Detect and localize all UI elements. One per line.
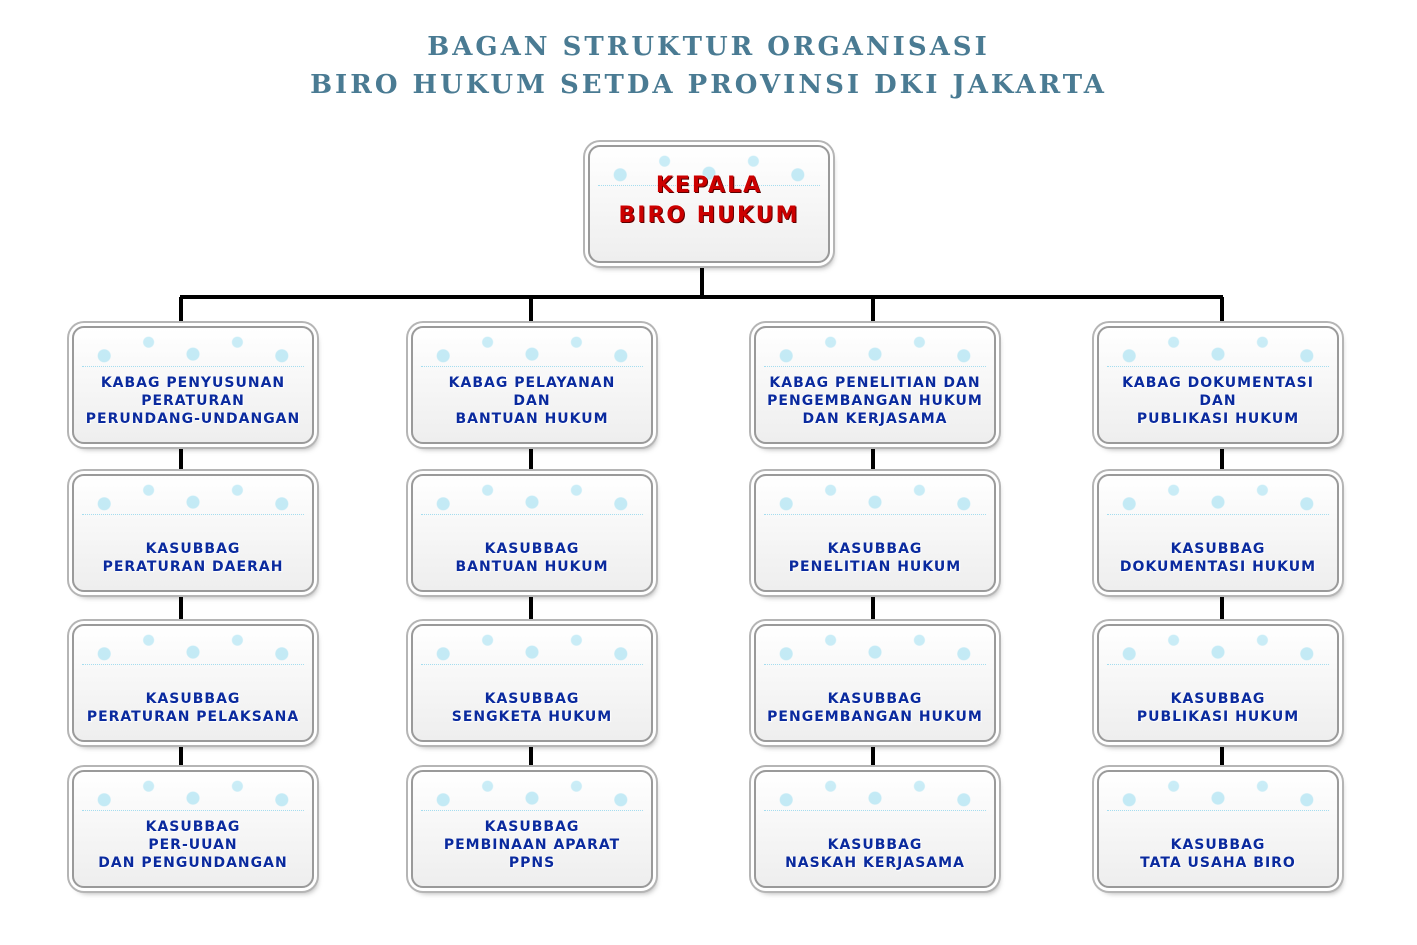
node-label: KASUBBAG PERATURAN PELAKSANA (74, 690, 312, 726)
node-line: KASUBBAG (827, 691, 923, 707)
node-line: DAN (1199, 393, 1237, 409)
node-line: DAN (513, 393, 551, 409)
node-label: KASUBBAG BANTUAN HUKUM (413, 540, 651, 576)
node-kabag-pelayanan: KABAG PELAYANAN DAN BANTUAN HUKUM (411, 326, 653, 444)
node-line: KASUBBAG (484, 541, 580, 557)
node-kasubbag-peraturan-pelaksana: KASUBBAG PERATURAN PELAKSANA (72, 624, 314, 742)
node-line: KASUBBAG (827, 837, 923, 853)
node-line: DAN PENGUNDANGAN (98, 855, 288, 871)
node-label: KASUBBAG PUBLIKASI HUKUM (1099, 690, 1337, 726)
node-line: BANTUAN HUKUM (455, 559, 609, 575)
node-line: DOKUMENTASI HUKUM (1119, 559, 1317, 575)
node-kabag-dokumentasi: KABAG DOKUMENTASI DAN PUBLIKASI HUKUM (1097, 326, 1339, 444)
node-label: KASUBBAG NASKAH KERJASAMA (756, 836, 994, 872)
node-line: KASUBBAG (145, 691, 241, 707)
node-kepala-biro-hukum: KEPALA BIRO HUKUM (588, 145, 830, 263)
node-line: KABAG PENELITIAN DAN (769, 375, 981, 391)
node-line: BANTUAN HUKUM (455, 411, 609, 427)
node-line: PUBLIKASI HUKUM (1136, 709, 1300, 725)
node-kasubbag-naskah-kerjasama: KASUBBAG NASKAH KERJASAMA (754, 770, 996, 888)
node-line: PENGEMBANGAN HUKUM (767, 393, 983, 409)
chart-title-line-1: BAGAN STRUKTUR ORGANISASI (427, 32, 990, 62)
node-kasubbag-tata-usaha-biro: KASUBBAG TATA USAHA BIRO (1097, 770, 1339, 888)
node-line: KASUBBAG (827, 541, 923, 557)
node-kepala-line-2: BIRO HUKUM (618, 203, 800, 228)
node-line: PER-UUAN (148, 837, 238, 853)
node-label: KASUBBAG PENGEMBANGAN HUKUM (756, 690, 994, 726)
node-line: KASUBBAG (484, 819, 580, 835)
node-line: PPNS (508, 855, 556, 871)
node-kasubbag-pembinaan-aparat: KASUBBAG PEMBINAAN APARAT PPNS (411, 770, 653, 888)
node-kabag-penyusunan: KABAG PENYUSUNAN PERATURAN PERUNDANG-UND… (72, 326, 314, 444)
node-kasubbag-sengketa-hukum: KASUBBAG SENGKETA HUKUM (411, 624, 653, 742)
node-line: KASUBBAG (1170, 541, 1266, 557)
node-kepala-label: KEPALA BIRO HUKUM (590, 171, 828, 231)
node-label: KASUBBAG PEMBINAAN APARAT PPNS (413, 818, 651, 872)
node-line: KASUBBAG (484, 691, 580, 707)
node-line: TATA USAHA BIRO (1140, 855, 1296, 871)
node-label: KABAG PENELITIAN DAN PENGEMBANGAN HUKUM … (756, 374, 994, 428)
node-line: PENGEMBANGAN HUKUM (767, 709, 983, 725)
node-line: KASUBBAG (1170, 837, 1266, 853)
node-kasubbag-penelitian-hukum: KASUBBAG PENELITIAN HUKUM (754, 474, 996, 592)
node-kasubbag-per-uuan: KASUBBAG PER-UUAN DAN PENGUNDANGAN (72, 770, 314, 888)
node-line: PEMBINAAN APARAT (443, 837, 621, 853)
node-line: SENGKETA HUKUM (451, 709, 613, 725)
node-label: KASUBBAG TATA USAHA BIRO (1099, 836, 1337, 872)
node-line: KABAG DOKUMENTASI (1122, 375, 1314, 391)
node-kasubbag-pengembangan-hukum: KASUBBAG PENGEMBANGAN HUKUM (754, 624, 996, 742)
node-kasubbag-dokumentasi-hukum: KASUBBAG DOKUMENTASI HUKUM (1097, 474, 1339, 592)
node-line: PUBLIKASI HUKUM (1136, 411, 1300, 427)
node-line: PERATURAN (141, 393, 245, 409)
node-line: DAN KERJASAMA (802, 411, 948, 427)
node-line: PERATURAN PELAKSANA (86, 709, 300, 725)
node-line: KASUBBAG (145, 819, 241, 835)
node-line: PERUNDANG-UNDANGAN (85, 411, 301, 427)
node-label: KABAG PELAYANAN DAN BANTUAN HUKUM (413, 374, 651, 428)
node-line: PERATURAN DAERAH (102, 559, 284, 575)
node-line: NASKAH KERJASAMA (785, 855, 965, 871)
node-label: KASUBBAG PER-UUAN DAN PENGUNDANGAN (74, 818, 312, 872)
node-label: KABAG DOKUMENTASI DAN PUBLIKASI HUKUM (1099, 374, 1337, 428)
node-label: KASUBBAG DOKUMENTASI HUKUM (1099, 540, 1337, 576)
node-label: KASUBBAG SENGKETA HUKUM (413, 690, 651, 726)
node-label: KASUBBAG PENELITIAN HUKUM (756, 540, 994, 576)
node-kasubbag-bantuan-hukum: KASUBBAG BANTUAN HUKUM (411, 474, 653, 592)
node-kasubbag-peraturan-daerah: KASUBBAG PERATURAN DAERAH (72, 474, 314, 592)
node-kasubbag-publikasi-hukum: KASUBBAG PUBLIKASI HUKUM (1097, 624, 1339, 742)
node-line: KABAG PENYUSUNAN (100, 375, 286, 391)
node-line: PENELITIAN HUKUM (788, 559, 962, 575)
node-kepala-line-1: KEPALA (655, 173, 763, 198)
node-label: KABAG PENYUSUNAN PERATURAN PERUNDANG-UND… (74, 374, 312, 428)
node-line: KASUBBAG (145, 541, 241, 557)
node-line: KABAG PELAYANAN (448, 375, 616, 391)
node-kabag-penelitian: KABAG PENELITIAN DAN PENGEMBANGAN HUKUM … (754, 326, 996, 444)
node-label: KASUBBAG PERATURAN DAERAH (74, 540, 312, 576)
node-line: KASUBBAG (1170, 691, 1266, 707)
chart-title-line-2: BIRO HUKUM SETDA PROVINSI DKI JAKARTA (310, 70, 1107, 100)
